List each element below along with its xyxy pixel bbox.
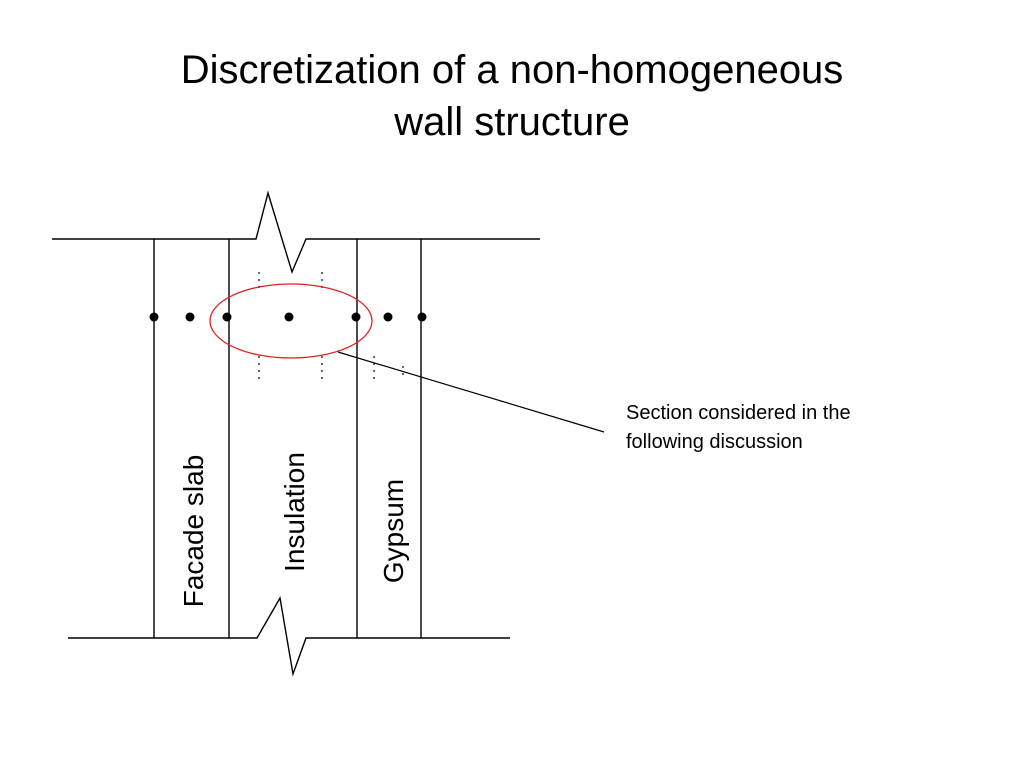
layer-label-insulation: Insulation xyxy=(279,452,310,572)
node-point xyxy=(222,312,232,322)
callout-text: Section considered in the following disc… xyxy=(626,399,946,457)
node-point xyxy=(149,312,159,322)
callout-text-line-1: Section considered in the xyxy=(626,402,851,424)
slide-title: Discretization of a non-homogeneous wall… xyxy=(0,44,1024,148)
callout-text-line-2: following discussion xyxy=(626,431,803,453)
section-highlight-ellipse xyxy=(209,283,373,359)
slide-title-line-2: wall structure xyxy=(394,100,630,144)
top-boundary-line xyxy=(52,190,540,275)
node-point xyxy=(185,312,195,322)
node-point xyxy=(351,312,361,322)
callout-leader-line xyxy=(337,351,605,433)
node-point xyxy=(284,312,294,322)
node-point xyxy=(417,312,427,322)
node-point xyxy=(383,312,393,322)
discretization-nodes xyxy=(149,312,427,322)
bottom-boundary-line xyxy=(68,595,510,677)
layer-label-gypsum: Gypsum xyxy=(378,479,409,583)
layer-label-facade-slab: Facade slab xyxy=(178,455,209,608)
slide-title-line-1: Discretization of a non-homogeneous xyxy=(180,48,844,92)
